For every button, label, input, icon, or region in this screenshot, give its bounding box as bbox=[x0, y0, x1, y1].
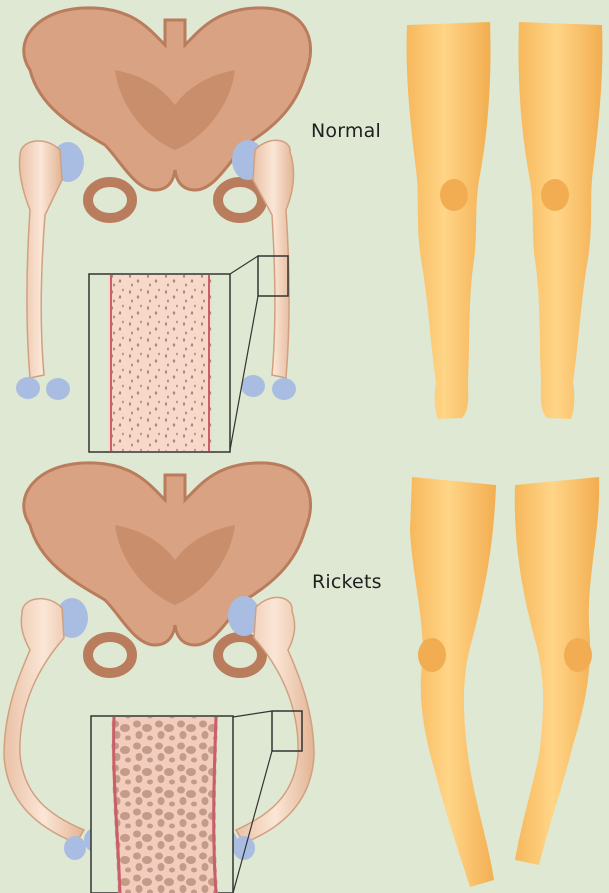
legs-icon bbox=[410, 477, 599, 887]
bone-cross-section-icon bbox=[89, 256, 288, 452]
rickets-label: Rickets bbox=[312, 571, 382, 593]
normal-illustration bbox=[0, 0, 609, 455]
legs-icon bbox=[407, 22, 603, 419]
bone-cross-section-icon bbox=[91, 711, 302, 893]
normal-label: Normal bbox=[311, 120, 381, 142]
rickets-panel: Rickets bbox=[0, 455, 609, 893]
normal-panel: Normal bbox=[0, 0, 609, 455]
left-femur bbox=[16, 141, 70, 400]
rickets-illustration bbox=[0, 455, 609, 893]
